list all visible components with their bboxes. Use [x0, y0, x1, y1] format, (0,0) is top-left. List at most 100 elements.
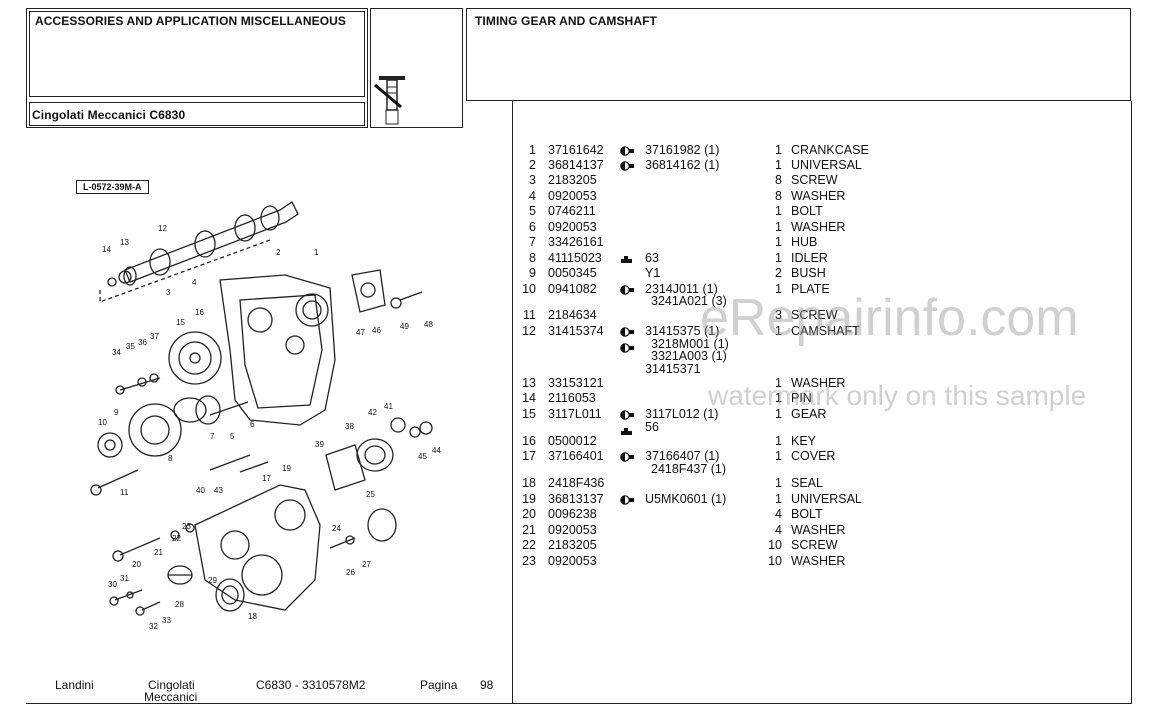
- left-title-box: [29, 11, 365, 97]
- table-row: 15 3117L011 3117L012 (1) 1 GEAR: [516, 407, 1136, 422]
- part-number: 36814137: [548, 158, 604, 172]
- callout-33: 33: [162, 616, 171, 625]
- callout-9: 9: [114, 408, 119, 417]
- table-row: 20 0096238 4 BOLT: [516, 507, 1136, 522]
- callout-10: 10: [98, 418, 107, 427]
- quantity: 1: [775, 204, 782, 218]
- description: WASHER: [791, 220, 846, 234]
- quantity: 1: [775, 376, 782, 390]
- row-index: 6: [529, 220, 536, 234]
- callout-36: 36: [138, 338, 147, 347]
- table-row: 10 0941082 2314J011 (1) 1 PLATE: [516, 282, 1136, 297]
- callout-49: 49: [400, 322, 409, 331]
- quantity: 4: [775, 523, 782, 537]
- callout-22: 22: [172, 534, 181, 543]
- part-number: 2418F436: [548, 476, 605, 490]
- callout-41: 41: [384, 402, 393, 411]
- description: UNIVERSAL: [791, 492, 862, 506]
- footer-series-line2: Meccanici: [144, 690, 198, 704]
- callout-37: 37: [150, 332, 159, 341]
- row-index: 14: [522, 391, 536, 405]
- callout-26: 26: [346, 568, 355, 577]
- quantity: 10: [768, 538, 782, 552]
- callout-5: 5: [230, 432, 235, 441]
- callout-43: 43: [214, 486, 223, 495]
- bottom-border: [26, 703, 1132, 704]
- right-header-box: [466, 8, 1131, 101]
- table-row: 23 0920053 10 WASHER: [516, 554, 1136, 569]
- table-row: 14 2116053 1 PIN: [516, 391, 1136, 406]
- quantity: 10: [768, 554, 782, 568]
- description: CRANKCASE: [791, 143, 869, 157]
- alt-part-number: 3117L012 (1): [645, 407, 719, 421]
- part-number: 3117L011: [548, 407, 602, 421]
- table-row: 19 36813137 U5MK0601 (1) 1 UNIVERSAL: [516, 492, 1136, 507]
- callout-13: 13: [120, 238, 129, 247]
- table-row: 1 37161642 37161982 (1) 1 CRANKCASE: [516, 143, 1136, 158]
- callout-21: 21: [154, 548, 163, 557]
- row-index: 10: [522, 282, 536, 296]
- quantity: 1: [775, 143, 782, 157]
- alt-part-number: U5MK0601 (1): [645, 492, 727, 506]
- quantity: 1: [775, 476, 782, 490]
- callout-17: 17: [262, 474, 271, 483]
- row-index: 11: [523, 308, 536, 322]
- quantity: 3: [775, 308, 782, 322]
- callout-16: 16: [195, 308, 204, 317]
- table-row: 17 37166401 37166407 (1) 1 COVER: [516, 449, 1136, 464]
- callout-40: 40: [196, 486, 205, 495]
- table-row: 21 0920053 4 WASHER: [516, 523, 1136, 538]
- callout-44: 44: [432, 446, 441, 455]
- callout-20: 20: [132, 560, 141, 569]
- part-number: 0920053: [548, 554, 597, 568]
- description: COVER: [791, 449, 836, 463]
- callout-23: 23: [182, 522, 191, 531]
- half-circle-icon: [620, 326, 634, 340]
- description: HUB: [791, 235, 818, 249]
- table-row: 9 0050345 Y1 2 BUSH: [516, 266, 1136, 281]
- callout-27: 27: [362, 560, 371, 569]
- quantity: 1: [775, 391, 782, 405]
- callout-25: 25: [366, 490, 375, 499]
- part-number: 0920053: [548, 189, 597, 203]
- alt-part-sub-line: 2418F437 (1): [651, 462, 727, 476]
- part-number: 37161642: [548, 143, 604, 157]
- part-number: 41115023: [548, 251, 602, 265]
- callout-31: 31: [120, 574, 129, 583]
- footer-page-number: 98: [480, 678, 494, 692]
- footer-brand: Landini: [55, 678, 94, 692]
- part-number: 36813137: [548, 492, 604, 506]
- description: SCREW: [791, 308, 838, 322]
- half-circle-icon: [620, 160, 634, 174]
- tractor-icon: [620, 423, 634, 441]
- alt-part-sub-line: 3218M001 (1): [651, 337, 729, 351]
- alt-part-sub-line: 31415371: [645, 362, 701, 376]
- part-number: 0500012: [548, 434, 597, 448]
- part-number: 33153121: [548, 376, 604, 390]
- description: BOLT: [791, 507, 823, 521]
- table-row: 18 2418F436 1 SEAL: [516, 476, 1136, 491]
- description: GEAR: [791, 407, 827, 421]
- part-number: 0050345: [548, 266, 597, 280]
- left-header-title: ACCESSORIES AND APPLICATION MISCELLANEOU…: [35, 14, 347, 28]
- row-index: 21: [522, 523, 536, 537]
- row-index: 20: [522, 507, 536, 521]
- table-row: 7 33426161 1 HUB: [516, 235, 1136, 250]
- callout-38: 38: [345, 422, 354, 431]
- description: BUSH: [791, 266, 826, 280]
- callout-47: 47: [356, 328, 365, 337]
- part-number: 37166401: [548, 449, 604, 463]
- quantity: 1: [775, 220, 782, 234]
- description: SCREW: [791, 173, 838, 187]
- quantity: 1: [775, 282, 782, 296]
- callout-1: 1: [314, 248, 319, 257]
- exploded-diagram: L-0572-39M-A: [30, 170, 500, 660]
- quantity: 1: [775, 158, 782, 172]
- row-index: 2: [529, 158, 536, 172]
- quantity: 2: [775, 266, 782, 280]
- row-index: 17: [522, 449, 536, 463]
- description: WASHER: [791, 554, 846, 568]
- divider-vertical: [512, 101, 513, 703]
- table-row: 2 36814137 36814162 (1) 1 UNIVERSAL: [516, 158, 1136, 173]
- icon-box: [370, 8, 463, 128]
